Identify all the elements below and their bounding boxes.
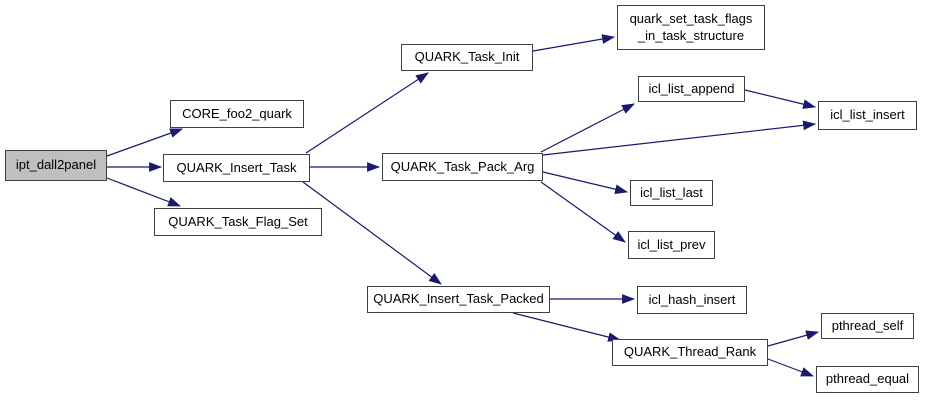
node-ipt-dall2panel[interactable]: ipt_dall2panel (5, 150, 107, 181)
edge-QUARK_Task_Pack_Arg-icl_list_last (542, 171, 629, 194)
node-label: QUARK_Insert_Task (176, 159, 297, 175)
edge-QUARK_Insert_Task-QUARK_Insert_Task_Packed (302, 181, 442, 285)
edge-ipt_dall2panel-CORE_foo2_quark (106, 128, 184, 157)
edge-QUARK_Task_Pack_Arg-icl_list_append (540, 103, 635, 153)
node-label: icl_list_prev (637, 236, 706, 252)
node-icl-hash-insert[interactable]: icl_hash_insert (637, 286, 747, 314)
node-quark-thread-rank[interactable]: QUARK_Thread_Rank (612, 339, 768, 366)
node-label: QUARK_Task_Flag_Set (168, 213, 308, 229)
node-quark-set-task-flags-in-task-structure[interactable]: quark_set_task_flags _in_task_structure (617, 5, 765, 50)
node-quark-task-init[interactable]: QUARK_Task_Init (401, 44, 533, 71)
edge-QUARK_Insert_Task_Packed-QUARK_Thread_Rank (512, 312, 622, 342)
node-label: icl_hash_insert (648, 291, 736, 307)
node-core-foo2-quark[interactable]: CORE_foo2_quark (170, 100, 304, 128)
node-label: QUARK_Thread_Rank (623, 344, 757, 360)
node-label: ipt_dall2panel (15, 157, 97, 173)
node-icl-list-insert[interactable]: icl_list_insert (818, 101, 917, 130)
node-icl-list-append[interactable]: icl_list_append (638, 76, 745, 102)
edge-QUARK_Insert_Task-QUARK_Task_Init (305, 72, 429, 154)
node-label: quark_set_task_flags _in_task_structure (629, 11, 753, 43)
node-label: CORE_foo2_quark (182, 105, 292, 121)
edge-icl_list_append-icl_list_insert (744, 89, 817, 109)
node-label: icl_list_append (648, 80, 735, 96)
edge-QUARK_Task_Init-quark_set_task_flags (532, 34, 616, 52)
edge-QUARK_Task_Pack_Arg-icl_list_prev (540, 181, 626, 243)
node-label: pthread_self (831, 317, 904, 333)
node-label: QUARK_Task_Pack_Arg (390, 158, 535, 174)
node-quark-task-flag-set[interactable]: QUARK_Task_Flag_Set (154, 208, 322, 236)
node-pthread-self[interactable]: pthread_self (821, 313, 914, 339)
node-quark-task-pack-arg[interactable]: QUARK_Task_Pack_Arg (382, 153, 543, 181)
node-icl-list-prev[interactable]: icl_list_prev (628, 231, 715, 259)
edge-ipt_dall2panel-QUARK_Task_Flag_Set (106, 177, 182, 207)
node-quark-insert-task-packed[interactable]: QUARK_Insert_Task_Packed (367, 286, 550, 313)
node-label: icl_list_insert (830, 107, 905, 123)
node-label: QUARK_Insert_Task_Packed (373, 291, 544, 307)
edge-QUARK_Thread_Rank-pthread_equal (767, 358, 815, 377)
node-label: pthread_equal (825, 371, 910, 387)
edge-QUARK_Thread_Rank-pthread_self (767, 330, 820, 347)
node-quark-insert-task[interactable]: QUARK_Insert_Task (163, 154, 310, 182)
node-label: icl_list_last (640, 184, 703, 200)
edge-QUARK_Task_Pack_Arg-icl_list_insert (542, 120, 817, 156)
node-label: QUARK_Task_Init (414, 49, 520, 65)
node-pthread-equal[interactable]: pthread_equal (816, 366, 919, 393)
node-icl-list-last[interactable]: icl_list_last (630, 180, 713, 206)
